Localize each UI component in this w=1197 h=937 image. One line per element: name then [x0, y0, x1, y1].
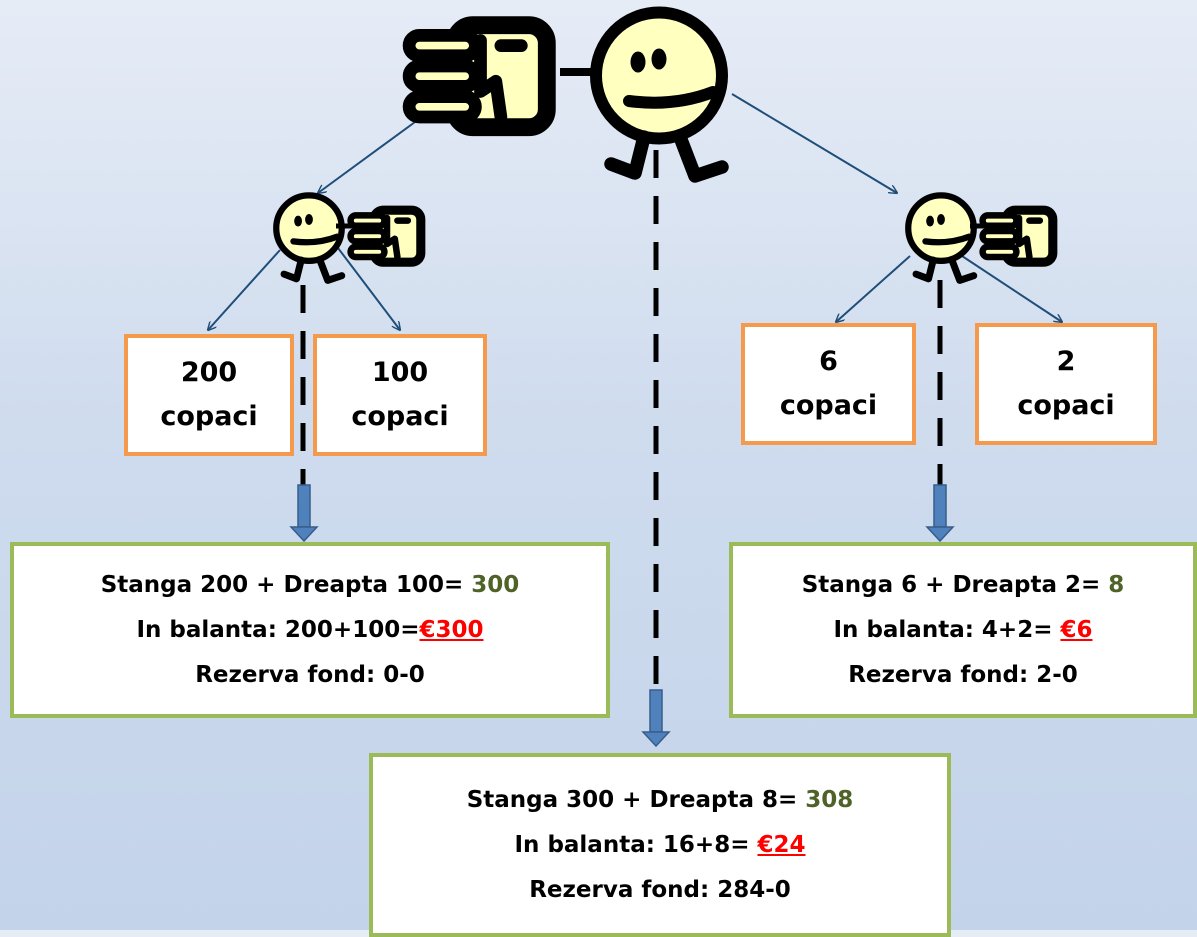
balance-value: €24	[757, 831, 806, 858]
down-arrows	[289, 484, 955, 748]
sum-value: 8	[1108, 571, 1125, 598]
balance-line: In balanta: 200+100=€300	[136, 608, 483, 653]
tree-count: 2	[1056, 346, 1076, 377]
arrow-top-to-right	[731, 93, 897, 193]
arrow-right-to-6	[836, 255, 911, 322]
tree-count: 6	[819, 346, 838, 377]
balance-line: In balanta: 4+2= €6	[834, 608, 1093, 653]
arrow-right-to-2	[961, 255, 1062, 322]
balance-line: In balanta: 16+8= €24	[515, 823, 806, 868]
sum-text: Stanga 200 + Dreapta 100=	[100, 571, 472, 598]
top-character	[409, 13, 722, 177]
balance-value: €6	[1060, 616, 1093, 643]
down-arrow-center	[641, 689, 671, 748]
arrow-left-to-200	[208, 249, 281, 330]
balance-text: In balanta: 200+100=	[136, 616, 420, 643]
tree-box-100: 100 copaci	[313, 334, 487, 456]
reserve-line: Rezerva fond: 0-0	[195, 661, 425, 688]
tree-unit: copaci	[351, 401, 449, 432]
connector-arrows	[208, 93, 1062, 330]
tree-box-2: 2 copaci	[975, 323, 1157, 445]
summary-box-bottom: Stanga 300 + Dreapta 8= 308 In balanta: …	[369, 753, 951, 937]
arrow-left-to-100	[337, 247, 400, 330]
tree-unit: copaci	[779, 390, 878, 421]
sum-text: Stanga 6 + Dreapta 2=	[801, 571, 1109, 598]
summary-box-left: Stanga 200 + Dreapta 100= 300 In balanta…	[10, 542, 610, 718]
stick-figure-icon	[908, 195, 974, 280]
sum-line: Stanga 300 + Dreapta 8= 308	[467, 778, 854, 823]
reserve-line: Rezerva fond: 2-0	[848, 661, 1078, 688]
balance-text: In balanta: 4+2=	[833, 616, 1061, 643]
stick-figure-icon	[596, 13, 722, 177]
pointing-hand-icon	[351, 210, 421, 262]
right-character	[908, 195, 1053, 280]
summary-box-right: Stanga 6 + Dreapta 2= 8 In balanta: 4+2=…	[729, 542, 1197, 718]
tree-box-200: 200 copaci	[124, 334, 294, 456]
reserve-line: Rezerva fond: 284-0	[529, 876, 791, 903]
tree-count: 100	[371, 357, 429, 388]
stick-figure-icon	[276, 195, 342, 280]
sum-value: 308	[805, 786, 854, 813]
left-character	[276, 195, 421, 280]
sum-text: Stanga 300 + Dreapta 8=	[466, 786, 806, 813]
sum-value: 300	[471, 571, 520, 598]
arrow-top-to-left	[318, 121, 416, 193]
pointing-hand-icon	[983, 210, 1053, 262]
tree-count: 200	[180, 357, 238, 388]
sum-line: Stanga 200 + Dreapta 100= 300	[101, 563, 520, 608]
tree-unit: copaci	[160, 401, 258, 432]
tree-box-6: 6 copaci	[741, 323, 916, 445]
pointing-hand-icon	[409, 25, 547, 127]
down-arrow-right	[925, 484, 955, 543]
sum-line: Stanga 6 + Dreapta 2= 8	[802, 563, 1125, 608]
balance-value: €300	[419, 616, 484, 643]
balance-text: In balanta: 16+8=	[514, 831, 758, 858]
tree-unit: copaci	[1017, 390, 1115, 421]
dashed-lines	[300, 150, 943, 690]
down-arrow-left	[289, 484, 319, 543]
